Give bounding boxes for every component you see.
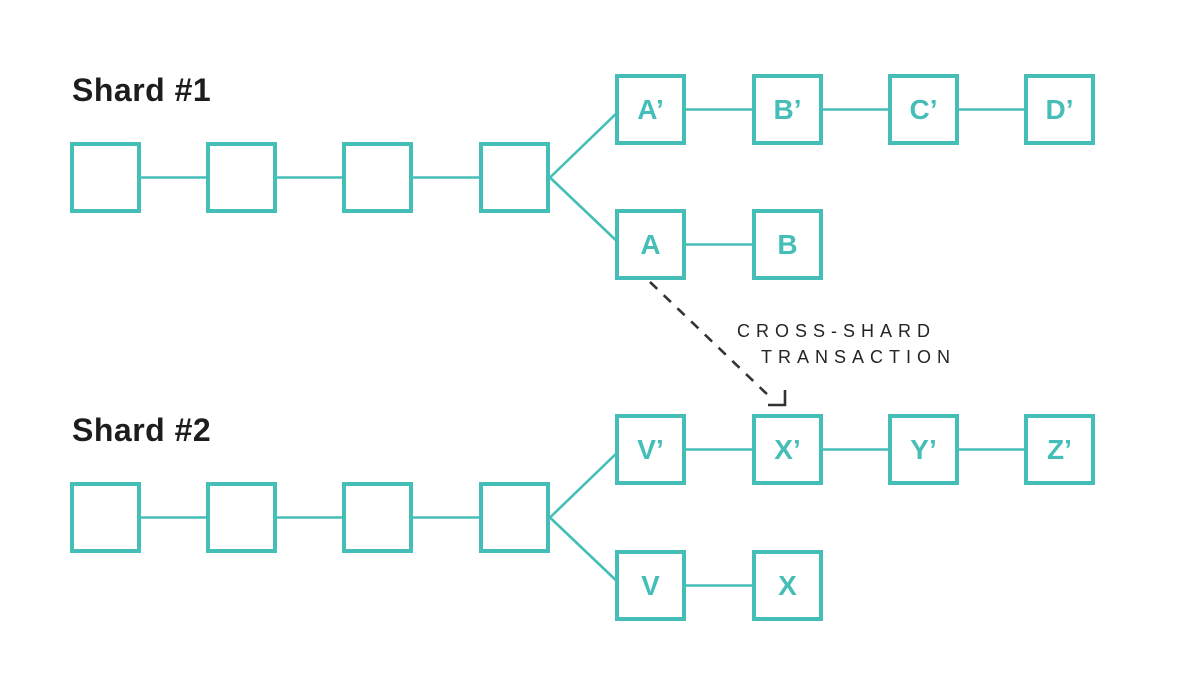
block-y-prime-label: Y’: [910, 433, 937, 465]
block-v: V: [615, 550, 686, 621]
shard2-fork-line-top: [549, 447, 623, 519]
block-z-prime-label: Z’: [1047, 433, 1072, 465]
block-v-prime: V’: [615, 414, 686, 485]
cross-shard-annotation-line1: CROSS-SHARD: [737, 321, 937, 341]
block-c-prime: C’: [888, 74, 959, 145]
shard2-block-1: [70, 482, 141, 553]
block-d-prime: D’: [1024, 74, 1095, 145]
block-b: B: [752, 209, 823, 280]
shard1-block-1: [70, 142, 141, 213]
shard2-block-4: [479, 482, 550, 553]
shard1-fork-line-top: [549, 107, 623, 179]
cross-shard-annotation-line2: TRANSACTION: [761, 347, 957, 367]
block-a-prime-label: A’: [637, 93, 664, 125]
shard2-block-2: [206, 482, 277, 553]
block-y-prime: Y’: [888, 414, 959, 485]
block-x-prime: X’: [752, 414, 823, 485]
shard2-label: Shard #2: [72, 412, 212, 448]
shard1-label: Shard #1: [72, 72, 212, 108]
block-x-prime-label: X’: [774, 433, 801, 465]
shard1-block-3: [342, 142, 413, 213]
shard2-block-3: [342, 482, 413, 553]
shard1-block-2: [206, 142, 277, 213]
block-d-prime-label: D’: [1045, 93, 1074, 125]
block-b-prime: B’: [752, 74, 823, 145]
block-v-label: V: [641, 569, 660, 601]
block-x: X: [752, 550, 823, 621]
shard2-fork-line-bottom: [549, 516, 623, 587]
block-x-label: X: [778, 569, 797, 601]
block-b-label: B: [777, 228, 798, 260]
block-a: A: [615, 209, 686, 280]
shard1-fork-line-bottom: [549, 176, 623, 247]
block-b-prime-label: B’: [773, 93, 802, 125]
block-a-prime: A’: [615, 74, 686, 145]
cross-shard-arrow-dashed-line: [649, 281, 772, 399]
block-z-prime: Z’: [1024, 414, 1095, 485]
block-c-prime-label: C’: [909, 93, 938, 125]
block-v-prime-label: V’: [637, 433, 664, 465]
shard1-block-4: [479, 142, 550, 213]
block-a-label: A: [640, 228, 661, 260]
cross-shard-arrow-head: [768, 390, 787, 407]
